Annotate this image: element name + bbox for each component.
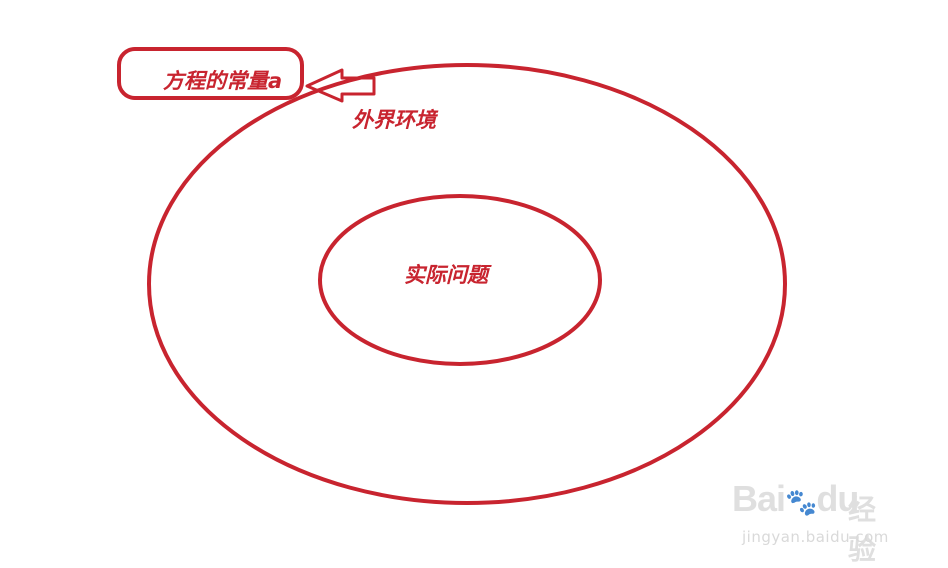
baidu-watermark: Bai🐾du 经验 jingyan.baidu.com xyxy=(732,474,902,566)
problem-label: 实际问题 xyxy=(404,263,488,287)
watermark-brand: Bai🐾du xyxy=(732,478,859,519)
inner-ellipse xyxy=(318,194,602,366)
environment-label: 外界环境 xyxy=(352,108,436,132)
outer-ellipse xyxy=(147,63,787,505)
arrow-icon xyxy=(305,68,376,103)
constant-label: 方程的常量a xyxy=(163,69,283,93)
constant-box xyxy=(117,47,304,100)
watermark-url: jingyan.baidu.com xyxy=(742,528,889,546)
paw-icon: 🐾 xyxy=(785,487,817,517)
